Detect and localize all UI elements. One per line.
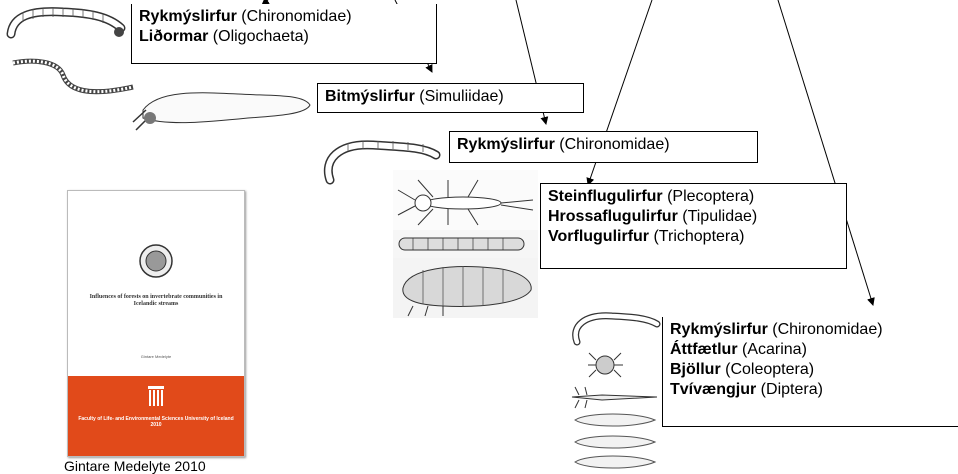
diptera-larva-icon: [567, 410, 662, 473]
taxon-name: Bjöllur: [670, 361, 721, 378]
taxon-name: Vorflugulirfur: [548, 228, 649, 245]
taxa-line: Bjöllur (Coleoptera): [670, 360, 951, 380]
university-seal-icon: [138, 243, 174, 279]
taxon-name: Áttfætlur: [670, 341, 738, 358]
taxon-name: Bitmýslirfur: [325, 88, 415, 105]
taxon-name: Rykmýslirfur: [457, 136, 555, 153]
taxa-line: Áttfætlur (Acarina): [670, 340, 951, 360]
taxa-line: Vorflugulirfur (Trichoptera): [548, 227, 839, 247]
taxon-latin: (Simuliidae): [415, 88, 504, 105]
taxon-latin: (Chironomidae): [768, 321, 883, 338]
taxa-box-4: Steinflugulirfur (Plecoptera) Hrossaflug…: [540, 183, 847, 269]
taxon-latin: (Coleoptera): [721, 361, 814, 378]
taxa-line: Rykmýslirfur (Chironomidae): [670, 320, 951, 340]
taxon-name: Rykmýslirfur: [670, 321, 768, 338]
university-logo-icon: [148, 386, 164, 408]
cover-author: Gintare Medelyte: [68, 354, 244, 359]
taxon-latin: (Chironomidae): [555, 136, 670, 153]
chironomid-larva-icon: [567, 308, 662, 348]
taxon-name: Steinflugulirfur: [548, 188, 663, 205]
thesis-cover: Influences of forests on invertebrate co…: [67, 190, 245, 457]
taxon-latin: (Trichoptera): [649, 228, 744, 245]
taxon-latin: (Tipulidae): [678, 208, 757, 225]
taxa-line: Rykmýslirfur (Chironomidae): [457, 135, 750, 155]
taxa-box-3: Rykmýslirfur (Chironomidae): [449, 131, 758, 163]
taxa-line: Bitmýslirfur (Simuliidae): [325, 87, 576, 107]
cover-faculty: Faculty of Life- and Environmental Scien…: [78, 416, 234, 428]
simuliid-larva-icon: [128, 80, 318, 135]
taxa-box-1: Rykmýslirfur (Chironomidae) Liðormar (Ol…: [131, 4, 437, 64]
taxon-name: Rykmýslirfur: [139, 8, 237, 25]
cover-caption: Gintare Medelyte 2010: [64, 458, 206, 474]
taxa-box-2: Bitmýslirfur (Simuliidae): [317, 83, 584, 113]
taxon-name: Tvívængjur: [670, 381, 756, 398]
caddisfly-larva-icon: [393, 258, 538, 318]
taxa-line: Tvívængjur (Diptera): [670, 380, 951, 400]
mite-icon: [588, 345, 623, 383]
taxa-line: Rykmýslirfur (Chironomidae): [139, 7, 429, 27]
taxon-name: Liðormar: [139, 28, 208, 45]
taxon-latin: (Chironomidae): [237, 8, 352, 25]
stonefly-larva-icon: [393, 170, 538, 230]
cover-title: Influences of forests on invertebrate co…: [78, 294, 234, 308]
taxon-latin: (Oligochaeta): [208, 28, 309, 45]
taxon-latin: (Diptera): [756, 381, 823, 398]
oligochaete-worm-icon: [8, 35, 138, 105]
taxa-line: Steinflugulirfur (Plecoptera): [548, 187, 839, 207]
beetle-larva-icon: [567, 385, 662, 410]
tipulid-larva-icon: [393, 230, 538, 258]
taxa-box-5: Rykmýslirfur (Chironomidae) Áttfætlur (A…: [662, 317, 958, 427]
taxon-latin: (Plecoptera): [663, 188, 755, 205]
taxa-line: Hrossaflugulirfur (Tipulidae): [548, 207, 839, 227]
taxon-name: Hrossaflugulirfur: [548, 208, 678, 225]
taxon-latin: (Acarina): [738, 341, 807, 358]
taxa-line: Liðormar (Oligochaeta): [139, 27, 429, 47]
